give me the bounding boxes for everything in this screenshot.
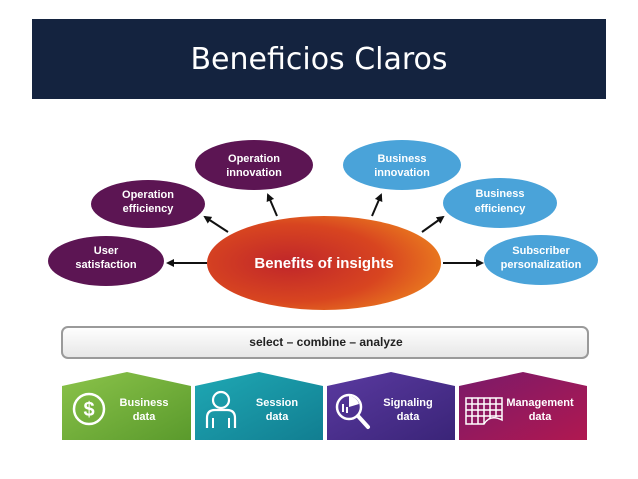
center-benefits-of-insights: Benefits of insights	[207, 216, 441, 310]
arrows	[166, 193, 484, 267]
arrow-operation-efficiency	[203, 215, 229, 233]
data-source-label-line1: Signaling	[383, 397, 433, 409]
data-source-management: Management data	[459, 372, 587, 440]
data-source-label-line1: Session	[256, 397, 298, 409]
benefit-label-line2: efficiency	[123, 203, 175, 215]
benefit-user-satisfaction: User satisfaction	[48, 236, 164, 286]
benefit-label-line2: personalization	[501, 259, 582, 271]
benefit-label-line1: Operation	[228, 153, 280, 165]
benefit-label-line2: innovation	[374, 167, 430, 179]
benefit-label-line1: Operation	[122, 189, 174, 201]
arrow-business-efficiency	[421, 215, 445, 233]
data-source-business: $ Business data	[62, 372, 191, 440]
data-source-label-line2: data	[133, 411, 157, 423]
data-source-label-line2: data	[397, 411, 421, 423]
arrow-operation-innovation	[266, 193, 278, 217]
benefit-label-line1: User	[94, 245, 119, 257]
benefit-label-line2: satisfaction	[75, 259, 136, 271]
arrow-business-innovation	[371, 193, 383, 217]
data-source-label-line1: Business	[120, 397, 169, 409]
benefit-business-innovation: Business innovation	[343, 140, 461, 190]
benefit-label-line1: Business	[378, 153, 427, 165]
benefit-label-line1: Business	[476, 188, 525, 200]
grid-icon	[465, 397, 503, 425]
magnifier-chart-icon	[335, 393, 370, 429]
center-label: Benefits of insights	[254, 255, 393, 272]
dollar-icon: $	[72, 392, 106, 426]
user-icon	[205, 390, 237, 428]
page-title: Beneficios Claros	[190, 41, 448, 77]
benefit-label-line2: innovation	[226, 167, 282, 179]
data-source-signaling: Signaling data	[327, 372, 455, 440]
benefit-subscriber-personalization: Subscriber personalization	[484, 235, 598, 285]
benefit-operation-efficiency: Operation efficiency	[91, 180, 205, 228]
benefit-label-line2: efficiency	[475, 203, 527, 215]
process-bar-label: select – combine – analyze	[249, 335, 403, 349]
data-source-session: Session data	[195, 372, 323, 440]
process-bar: select – combine – analyze	[61, 326, 589, 359]
title-bar: Beneficios Claros	[32, 19, 606, 99]
benefit-operation-innovation: Operation innovation	[195, 140, 313, 190]
data-source-label-line2: data	[529, 411, 553, 423]
svg-text:$: $	[83, 399, 94, 421]
benefit-label-line1: Subscriber	[512, 245, 570, 257]
benefit-business-efficiency: Business efficiency	[443, 178, 557, 228]
data-source-label-line2: data	[266, 411, 290, 423]
data-source-label-line1: Management	[506, 397, 574, 409]
